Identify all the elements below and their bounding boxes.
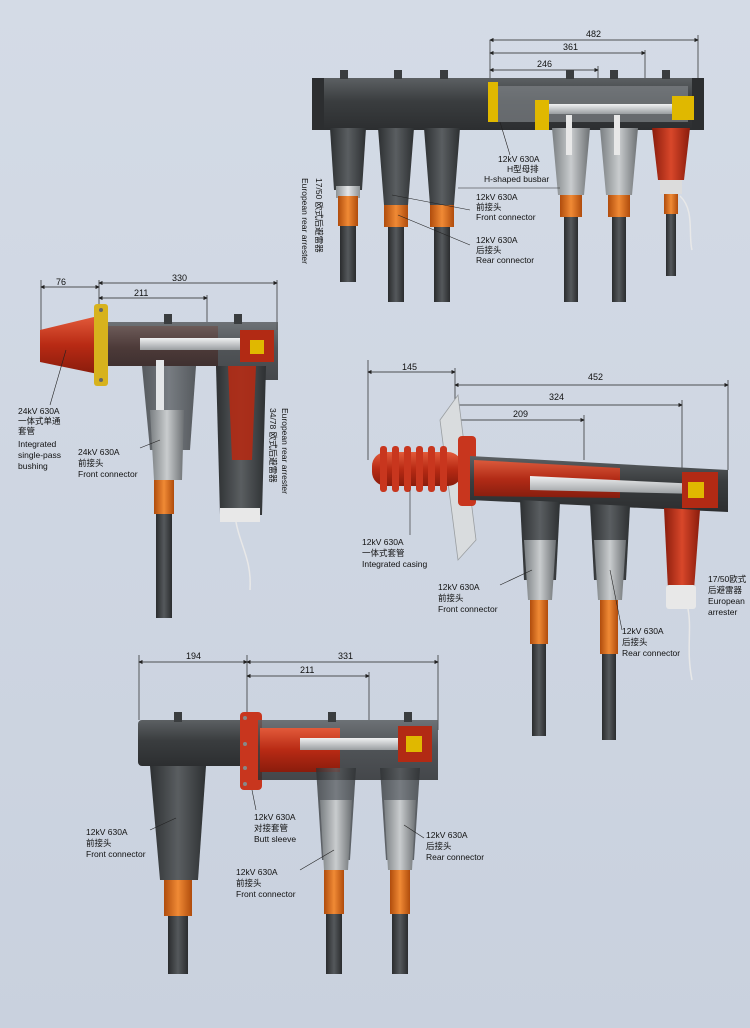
label-bushing-2: 一体式单通: [18, 416, 61, 426]
label-busbar-line3: H-shaped busbar: [484, 174, 549, 184]
dim-76: 76: [56, 277, 66, 287]
label-a3-arrester-4: arrester: [708, 607, 737, 617]
label-rear-line1: 12kV 630A: [476, 235, 518, 245]
label-arrester-en: European rear arrester: [300, 178, 310, 264]
dim-211: 211: [300, 665, 314, 675]
assembly-2-dimensions: 76 330 211: [40, 273, 278, 330]
assembly-3-dimensions: 145 452 324 209: [367, 360, 729, 470]
dim-330: 330: [172, 273, 187, 283]
butt-sleeve-flange: [240, 712, 262, 790]
label-a4-front-mid-2: 前接头: [236, 878, 262, 888]
label-a4-front-mid-1: 12kV 630A: [236, 867, 278, 877]
label-arrester-cn: 17/50 欧式后避雷器: [314, 178, 324, 253]
label-bushing-3: 套管: [18, 426, 35, 436]
label-a3-front-2: 前接头: [438, 593, 464, 603]
label-rear-line3: Rear connector: [476, 255, 534, 265]
label-bushing-1: 24kV 630A: [18, 406, 60, 416]
label-casing-2: 一体式套管: [362, 548, 405, 558]
label-a3-front-1: 12kV 630A: [438, 582, 480, 592]
assembly-2-labels: 24kV 630A 一体式单通 套管 Integrated single-pas…: [18, 349, 290, 494]
label-front-line2: 前接头: [476, 202, 502, 212]
dim-194: 194: [186, 651, 201, 661]
label-a2-front-2: 前接头: [78, 458, 104, 468]
dim-482: 482: [586, 29, 601, 39]
label-bushing-5: single-pass: [18, 450, 61, 460]
dim-209: 209: [513, 409, 528, 419]
label-busbar-line1: 12kV 630A: [498, 154, 540, 164]
label-front-line3: Front connector: [476, 212, 536, 222]
assembly-1-dimensions: 482 361 246: [489, 29, 699, 80]
label-a4-front-left-1: 12kV 630A: [86, 827, 128, 837]
dim-145: 145: [402, 362, 417, 372]
label-casing-1: 12kV 630A: [362, 537, 404, 547]
label-a4-front-left-3: Front connector: [86, 849, 146, 859]
label-a4-rear-3: Rear connector: [426, 852, 484, 862]
dim-211: 211: [134, 288, 148, 298]
label-front-line1: 12kV 630A: [476, 192, 518, 202]
left-t-connector: [138, 720, 248, 766]
label-butt-3: Butt sleeve: [254, 834, 296, 844]
dim-246: 246: [537, 59, 552, 69]
dim-361: 361: [563, 42, 578, 52]
assembly-4-labels: 12kV 630A 前接头 Front connector 12kV 630A …: [86, 789, 484, 899]
label-a3-rear-3: Rear connector: [622, 648, 680, 658]
assembly-2-single-pass-bushing: 76 330 211 24kV 630A 一体式单通: [18, 273, 290, 618]
label-a2-front-3: Front connector: [78, 469, 138, 479]
assembly-1-legs: [330, 115, 693, 302]
label-a3-rear-1: 12kV 630A: [622, 626, 664, 636]
busbar-insert-yellow: [535, 100, 549, 130]
label-a2-arrester-en: European rear arrester: [280, 408, 290, 494]
assembly-1-labels: 12kV 630A H型母排 H-shaped busbar 12kV 630A…: [300, 121, 560, 265]
label-a4-rear-1: 12kV 630A: [426, 830, 468, 840]
assembly-4-dimensions: 194 331 211: [138, 651, 439, 730]
label-bushing-6: bushing: [18, 461, 48, 471]
label-a4-rear-2: 后接头: [426, 841, 452, 851]
label-a3-arrester-3: European: [708, 596, 745, 606]
assembly-4-butt-sleeve: 194 331 211 12k: [86, 651, 484, 974]
label-a3-front-3: Front connector: [438, 604, 498, 614]
dim-331: 331: [338, 651, 353, 661]
assembly-1-h-busbar: 482 361 246: [300, 29, 704, 302]
label-a3-arrester-2: 后避雷器: [708, 585, 743, 595]
label-a4-front-mid-3: Front connector: [236, 889, 296, 899]
label-bushing-4: Integrated: [18, 439, 57, 449]
label-a3-arrester-1: 17/50欧式: [708, 574, 747, 584]
label-rear-line2: 后接头: [476, 245, 502, 255]
label-a3-rear-2: 后接头: [622, 637, 648, 647]
label-a4-front-left-2: 前接头: [86, 838, 112, 848]
label-a2-front-1: 24kV 630A: [78, 447, 120, 457]
label-a2-arrester-cn: 34/78 欧式后避雷器: [268, 408, 278, 483]
ribbed-insulator: [372, 446, 462, 492]
label-butt-1: 12kV 630A: [254, 812, 296, 822]
label-casing-3: Integrated casing: [362, 559, 427, 569]
label-busbar-line2: H型母排: [507, 164, 539, 174]
bushing-flange: [94, 304, 108, 386]
dim-324: 324: [549, 392, 564, 402]
dim-452: 452: [588, 372, 603, 382]
bushing-cone: [40, 316, 98, 374]
assembly-3-labels: 12kV 630A 一体式套管 Integrated casing 12kV 6…: [362, 490, 747, 658]
label-butt-2: 对接套管: [254, 823, 288, 833]
assembly-3-integrated-casing: 145 452 324 209: [362, 360, 747, 740]
busbar-conductor: [540, 104, 680, 114]
